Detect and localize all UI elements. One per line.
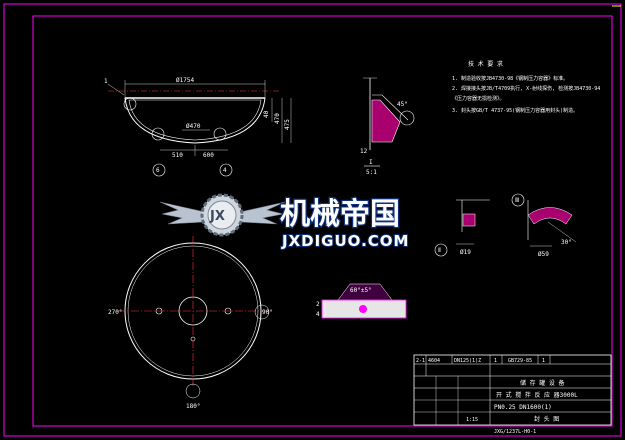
tb-part-count: 1 xyxy=(542,358,545,364)
detail-right: 30° Ø59 Ⅲ xyxy=(511,193,577,258)
plan-angle-90: 90° xyxy=(262,309,273,316)
weld-plate-outline xyxy=(321,299,407,319)
tb-part-std: GB729-85 xyxy=(508,358,532,364)
balloon-circle-3 xyxy=(219,163,233,177)
bottom-view: 270° 90° 180° xyxy=(108,236,273,410)
tech-requirements: 技 术 要 求 1. 制造验收按JB4730-98《钢制压力容器》标准。 2. … xyxy=(452,60,600,114)
detail-circle-1 xyxy=(123,97,137,111)
tb-drawing-name: 封 头 图 xyxy=(534,415,559,423)
detail-top: 12 45° I 5:1 xyxy=(360,77,415,176)
detail-top-hatch xyxy=(371,99,401,143)
dim-spacing-b: 600 xyxy=(203,152,214,159)
detail-top-dim-angle: 45° xyxy=(397,101,408,108)
tech-req-title: 技 术 要 求 xyxy=(468,60,503,68)
detail-small-balloon xyxy=(434,243,448,257)
detail-right-label: Ⅲ xyxy=(515,197,519,204)
detail-right-dim-59: Ø59 xyxy=(538,251,549,258)
tech-req-line-3: 《压力容器无损检测》。 xyxy=(452,95,505,102)
inner-frame xyxy=(32,15,613,427)
detail-right-balloon xyxy=(511,193,525,207)
detail-small-hatch xyxy=(462,213,476,227)
detail-right-hatch xyxy=(527,207,573,225)
main-view: Ø1754 Ø470 510 600 40 470 475 1 6 4 xyxy=(104,77,292,177)
detail-right-dim-angle: 30° xyxy=(561,239,572,246)
tb-scale: 1:15 xyxy=(466,417,478,423)
tb-part-name: DN125(1)Z xyxy=(454,358,481,364)
weld-detail: 60°±5° 2 4 xyxy=(316,283,407,319)
title-block-frame xyxy=(413,354,612,426)
plan-balloon-bottom xyxy=(185,383,201,399)
watermark-gear-inner xyxy=(207,200,237,230)
outer-frame xyxy=(3,3,622,437)
tech-req-line-2: 2. 焊接接头按JB/T4709执行, X-射线探伤, 检测按JB4730-94 xyxy=(452,85,600,92)
dim-h3: 40 xyxy=(263,110,270,118)
watermark-left-wing xyxy=(159,201,206,225)
dim-inner: Ø470 xyxy=(186,123,201,130)
dim-h1: 470 xyxy=(274,113,281,124)
dim-width: Ø1754 xyxy=(176,77,194,84)
tb-product: 开 式 搅 拌 反 应 器3000L xyxy=(496,391,578,399)
detail-small-dim-19: Ø19 xyxy=(460,249,471,256)
detail-top-dim-12: 12 xyxy=(360,148,368,155)
detail-top-profile xyxy=(372,94,409,121)
watermark-cn: 机械帝国 xyxy=(280,197,400,232)
watermark-en: JXDIGUO.COM xyxy=(281,232,409,250)
weld-root xyxy=(359,305,367,313)
leader-1 xyxy=(107,83,125,96)
tb-part-code: 4604 xyxy=(428,358,440,364)
tb-part-id: 2-1 xyxy=(416,358,425,364)
balloon-1: 1 xyxy=(104,78,108,85)
plan-angle-180: 180° xyxy=(186,403,200,410)
dim-h2: 475 xyxy=(284,119,291,130)
tb-part-qty: 1 xyxy=(494,358,497,364)
detail-right-leader xyxy=(547,221,577,243)
plan-balloon-right xyxy=(254,304,270,320)
tech-req-line-4: 3. 封头按GB/T 4737-95(钢制压力容器用封头)制造。 xyxy=(452,107,578,114)
balloon-6: 6 xyxy=(156,167,160,174)
dish-outer xyxy=(124,97,266,144)
plan-angle-270: 270° xyxy=(108,309,122,316)
tb-spec: PN0.25 DN1600(1) xyxy=(494,404,552,411)
detail-top-balloon xyxy=(399,110,415,126)
weld-dim-angle: 60°±5° xyxy=(350,287,372,294)
watermark: JX 机械帝国 JXDIGUO.COM xyxy=(159,193,409,251)
detail-top-scale: 5:1 xyxy=(366,169,377,176)
weld-dim-2: 2 xyxy=(316,301,320,308)
tb-drawing-no: JXG/1237L-H0-1 xyxy=(494,429,536,435)
watermark-right-wing xyxy=(239,201,286,225)
balloon-circle-2 xyxy=(152,163,166,177)
detail-circle-2 xyxy=(151,127,165,141)
detail-circle-3 xyxy=(213,127,227,141)
balloon-4: 4 xyxy=(223,167,227,174)
detail-small: Ø19 Ⅱ xyxy=(434,199,490,257)
detail-top-label: I xyxy=(369,159,373,166)
tb-company: 储 存 罐 设 备 xyxy=(520,379,564,387)
tech-req-line-1: 1. 制造验收按JB4730-98《钢制压力容器》标准。 xyxy=(452,75,568,82)
detail-small-label: Ⅱ xyxy=(438,247,441,254)
title-block: 2-1 4604 DN125(1)Z 1 GB729-85 1 储 存 罐 设 … xyxy=(413,354,612,435)
watermark-badge: JX xyxy=(209,209,225,224)
dim-spacing-a: 510 xyxy=(172,152,183,159)
weld-dim-4: 4 xyxy=(316,311,320,318)
dish-inner xyxy=(128,99,262,141)
